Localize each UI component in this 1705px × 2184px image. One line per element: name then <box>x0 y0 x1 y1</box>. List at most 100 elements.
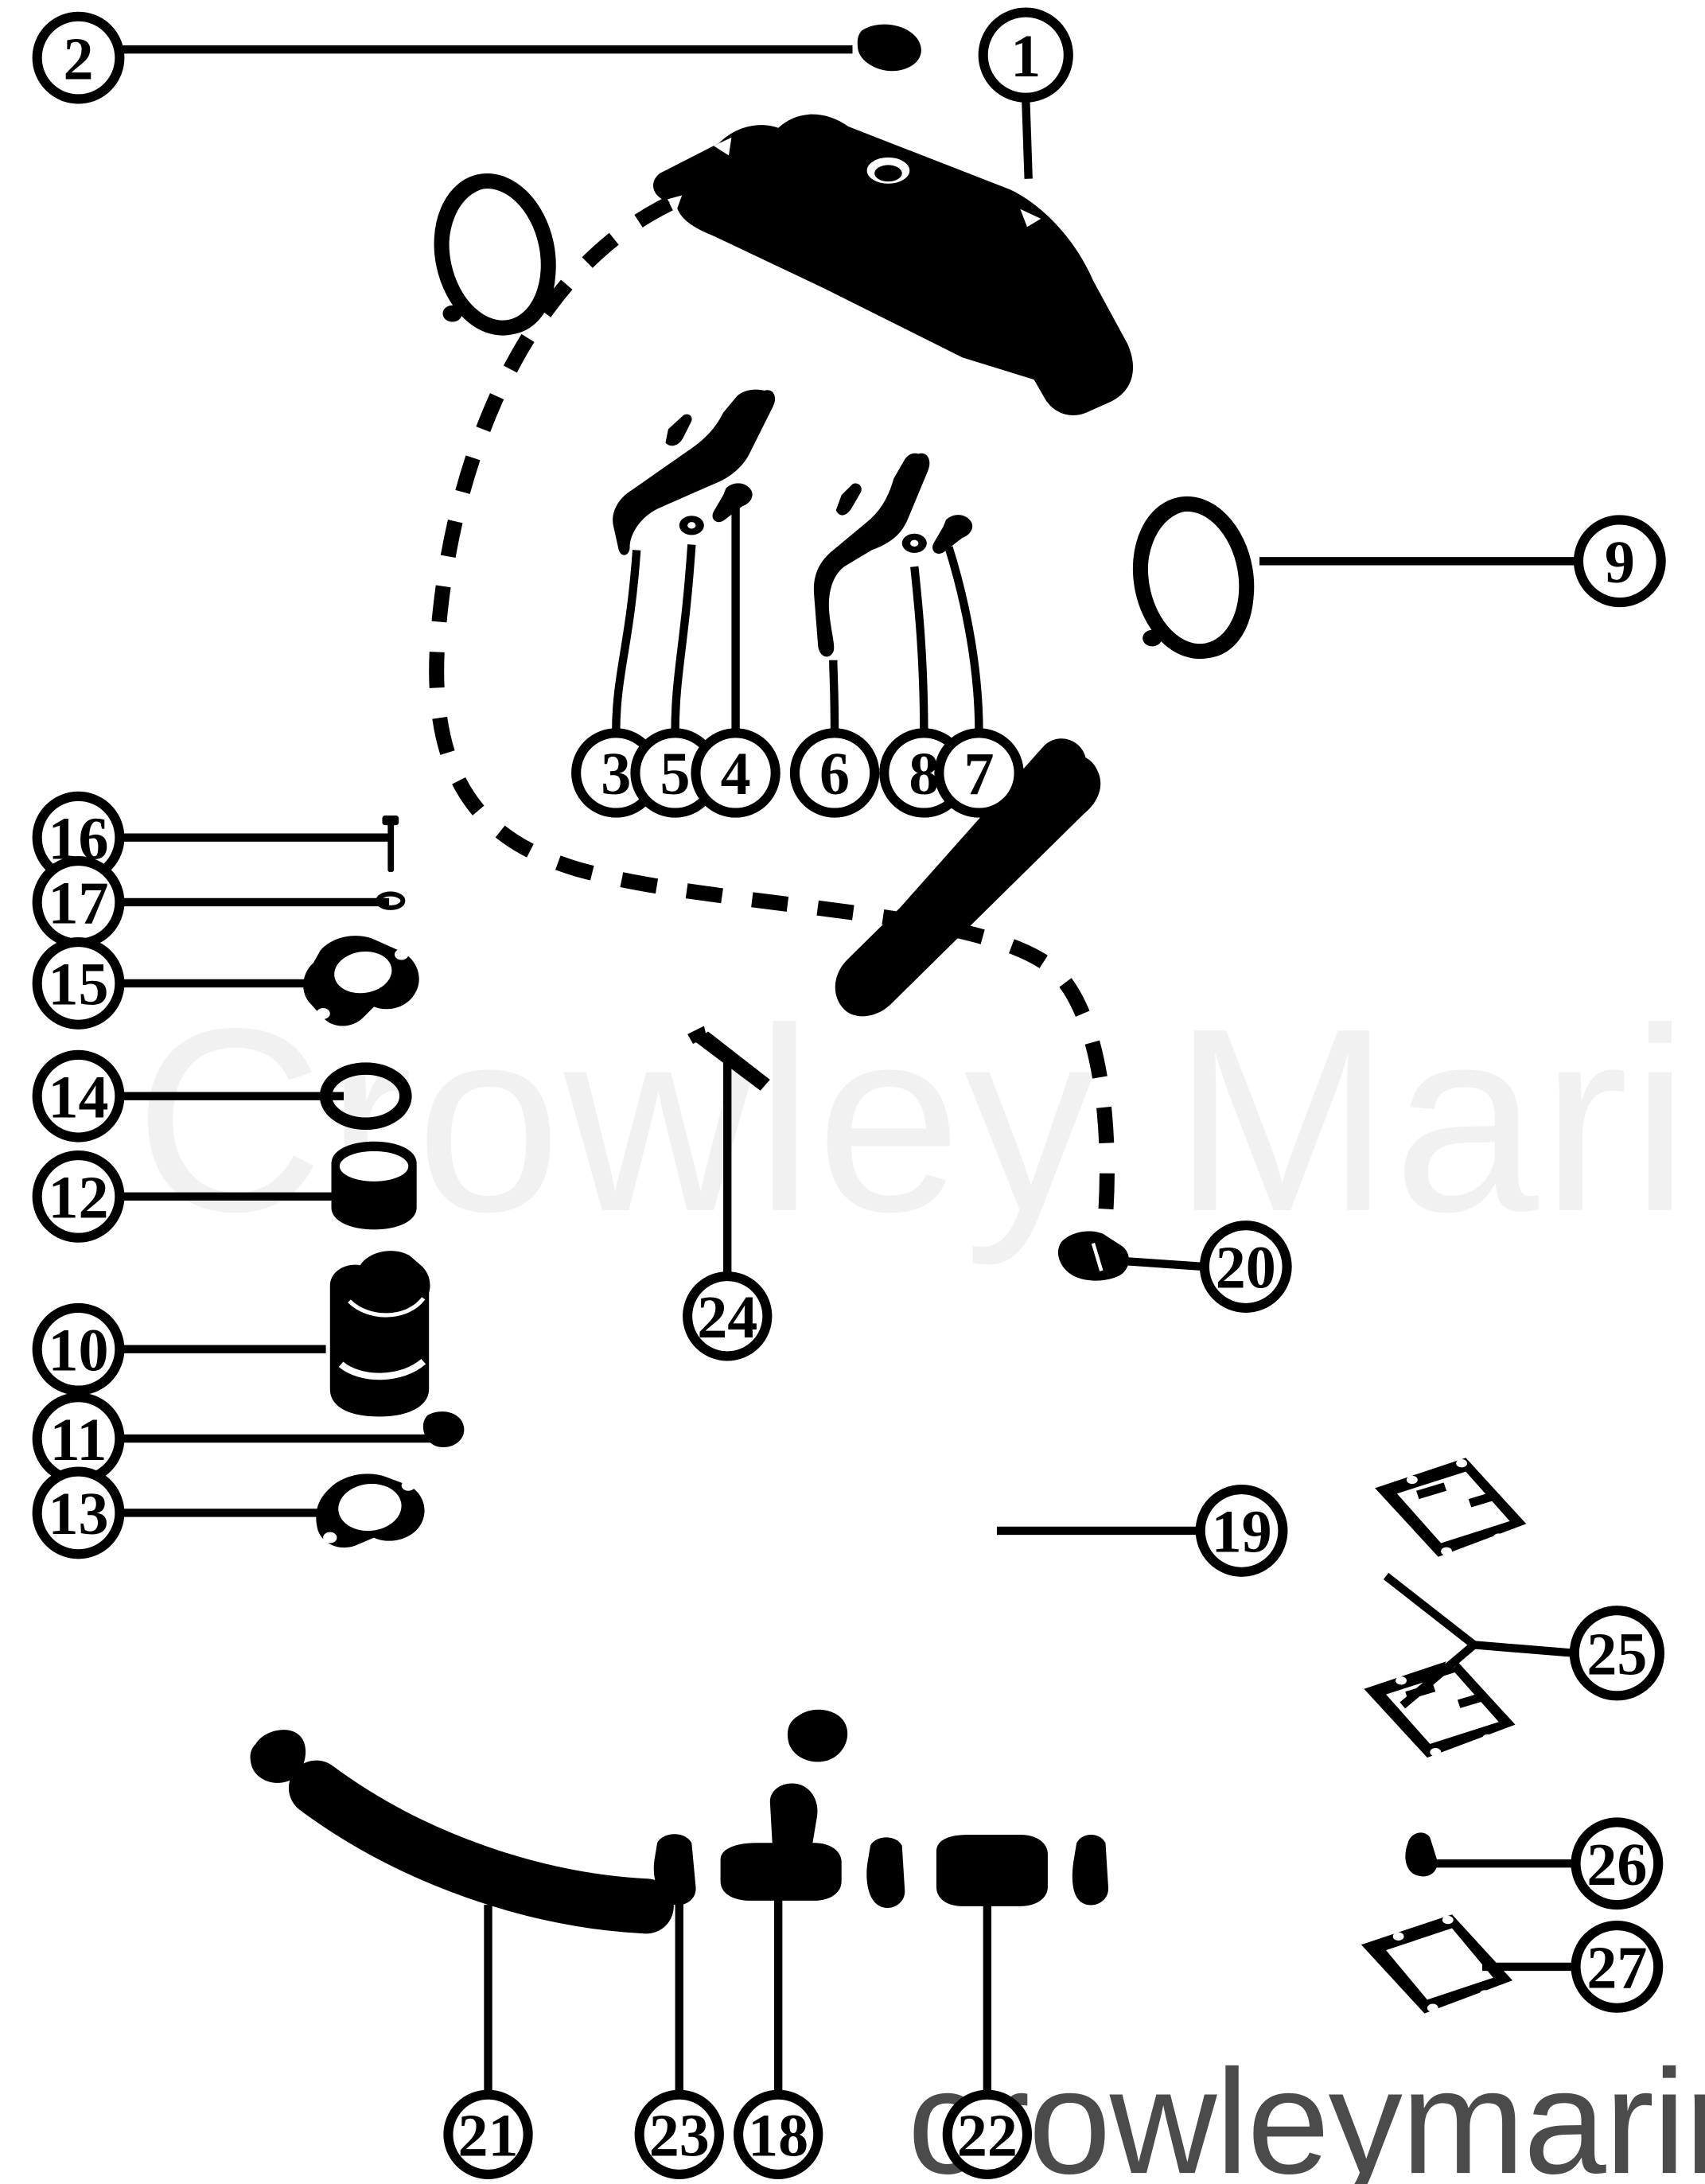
callout-circle-10 <box>32 1302 125 1396</box>
callout-label-3: 3 <box>601 741 631 808</box>
callout-circle-2 <box>32 11 125 104</box>
part-hose-clamp <box>653 1834 696 1906</box>
callout-label-23: 23 <box>649 2102 710 2169</box>
callout-circle-19 <box>1195 1485 1288 1577</box>
callout-circle-24 <box>683 1271 773 1361</box>
part-manifold-gasket <box>1360 1914 1513 2014</box>
leader-line-l8 <box>910 566 928 734</box>
leader-line-l7 <box>944 546 983 734</box>
leader-line-l3 <box>612 550 641 734</box>
callout-circle-14 <box>32 1049 125 1143</box>
callout-label-13: 13 <box>48 1481 108 1547</box>
part-hose-segment-right <box>1072 1834 1109 1906</box>
callout-label-25: 25 <box>1586 1621 1647 1688</box>
callout-label-17: 17 <box>48 870 108 937</box>
part-retaining-ring-right <box>1132 496 1255 660</box>
callout-6[interactable]: 6 <box>789 728 880 818</box>
callout-25[interactable]: 25 <box>1569 1606 1665 1701</box>
callout-circle-6 <box>789 728 880 818</box>
callout-label-8: 8 <box>909 741 939 808</box>
callout-circle-27 <box>1571 1920 1664 2013</box>
watermark-crowleymarine-com: crowleymarine.com <box>908 2038 1705 2184</box>
callout-label-15: 15 <box>48 952 108 1018</box>
callout-label-2: 2 <box>64 25 94 92</box>
callout-20[interactable]: 20 <box>1199 1220 1292 1313</box>
callout-label-4: 4 <box>721 741 751 808</box>
callout-2[interactable]: 2 <box>32 11 125 104</box>
part-fuel-tank-body <box>653 114 1134 415</box>
callout-label-1: 1 <box>1010 23 1041 90</box>
callout-19[interactable]: 19 <box>1195 1485 1288 1577</box>
part-hose-segment-center <box>936 1834 1048 1906</box>
part-retaining-ring-left <box>434 173 556 336</box>
part-reed-plate-gasket-top <box>1375 1458 1527 1557</box>
part-tee-connector <box>720 1783 842 1901</box>
callout-26[interactable]: 26 <box>1571 1817 1664 1910</box>
callout-17[interactable]: 17 <box>32 856 125 948</box>
callout-circle-7 <box>934 728 1024 818</box>
callout-18[interactable]: 18 <box>734 2089 823 2179</box>
callout-label-11: 11 <box>50 1407 107 1474</box>
leader-line-l5 <box>671 544 696 734</box>
callout-label-19: 19 <box>1212 1499 1272 1566</box>
part-fuel-hose-upper <box>835 738 1101 1017</box>
callout-label-12: 12 <box>48 1165 108 1232</box>
callout-21[interactable]: 21 <box>443 2089 533 2179</box>
callout-15[interactable]: 15 <box>32 937 125 1030</box>
parts-artwork <box>250 24 1527 2014</box>
part-reed-petal-right <box>901 533 927 553</box>
part-reed-screw-left <box>712 483 753 523</box>
part-reed-petal-left <box>679 516 704 535</box>
part-plug <box>1405 1832 1438 1877</box>
callout-23[interactable]: 23 <box>634 2089 724 2179</box>
leader-line-l25b <box>1383 1572 1477 1649</box>
leader-line-l20 <box>1124 1256 1205 1271</box>
leader-line-l1 <box>1022 99 1033 179</box>
callout-1[interactable]: 1 <box>978 7 1073 103</box>
callout-10[interactable]: 10 <box>32 1302 125 1396</box>
callout-label-7: 7 <box>963 741 994 808</box>
callout-label-14: 14 <box>48 1064 108 1131</box>
part-fuel-filter-bowl <box>329 1251 430 1417</box>
callout-label-24: 24 <box>697 1284 757 1351</box>
part-gasket-upper <box>303 936 419 1026</box>
callout-5[interactable]: 5 <box>630 728 720 818</box>
callout-label-27: 27 <box>1586 1935 1647 2002</box>
callout-12[interactable]: 12 <box>32 1150 125 1243</box>
callout-label-21: 21 <box>458 2102 519 2169</box>
callout-circle-22 <box>942 2089 1033 2179</box>
callout-label-26: 26 <box>1586 1832 1647 1898</box>
callout-11[interactable]: 11 <box>32 1392 125 1485</box>
part-reed-screw-right <box>932 515 973 554</box>
callout-circle-15 <box>32 937 125 1030</box>
callout-13[interactable]: 13 <box>32 1466 125 1559</box>
part-fuel-hose-lower <box>250 1730 674 1934</box>
callout-circle-4 <box>691 728 780 818</box>
callout-circle-20 <box>1199 1220 1292 1313</box>
callout-label-10: 10 <box>48 1317 108 1384</box>
callout-circle-25 <box>1569 1606 1665 1701</box>
callout-label-18: 18 <box>748 2102 808 2169</box>
callout-4[interactable]: 4 <box>691 728 780 818</box>
part-hose-segment-left <box>866 1837 905 1908</box>
callout-label-9: 9 <box>1605 529 1635 596</box>
callout-label-6: 6 <box>819 741 850 808</box>
callout-circle-21 <box>443 2089 533 2179</box>
callout-circle-13 <box>32 1466 125 1559</box>
callout-9[interactable]: 9 <box>1573 515 1666 608</box>
part-gasket-lower <box>316 1474 425 1548</box>
part-filter-sleeve <box>331 1141 417 1230</box>
callout-circle-18 <box>734 2089 823 2179</box>
callout-22[interactable]: 22 <box>942 2089 1033 2179</box>
callout-circle-23 <box>634 2089 724 2179</box>
callout-circle-26 <box>1571 1817 1664 1910</box>
callout-14[interactable]: 14 <box>32 1049 125 1143</box>
callout-7[interactable]: 7 <box>934 728 1024 818</box>
callout-label-5: 5 <box>660 741 691 808</box>
callout-27[interactable]: 27 <box>1571 1920 1664 2013</box>
callout-circle-12 <box>32 1150 125 1243</box>
part-screw <box>382 816 399 872</box>
callout-24[interactable]: 24 <box>683 1271 773 1361</box>
